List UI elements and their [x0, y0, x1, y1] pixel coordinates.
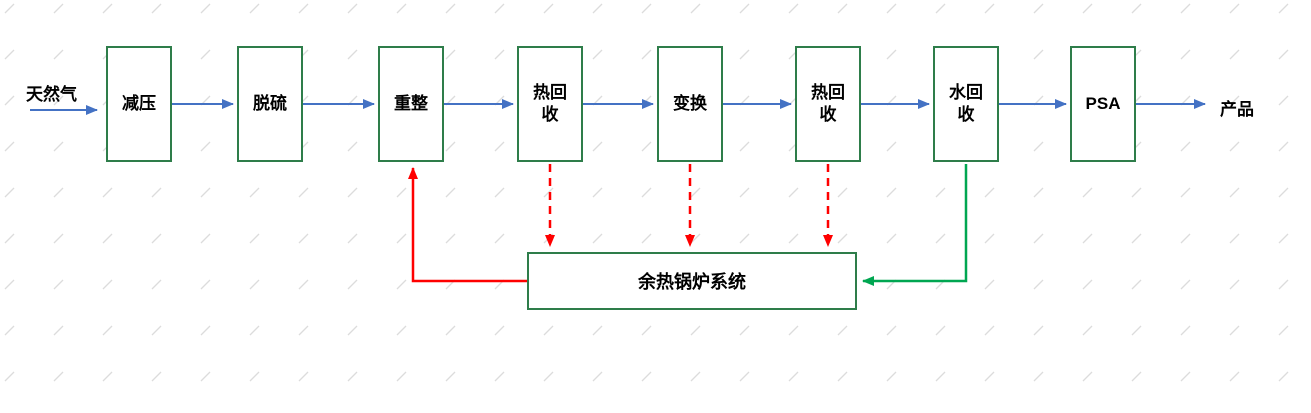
source-label: 天然气: [26, 85, 77, 104]
shift-conversion-label: 变换: [673, 93, 707, 113]
waste-heat-boiler-box: 余热锅炉系统: [527, 252, 857, 310]
shift-conversion-box: 变换: [657, 46, 723, 162]
reforming-box: 重整: [378, 46, 444, 162]
pressure-reduction-label: 减压: [122, 93, 156, 113]
psa-label: PSA: [1085, 93, 1121, 113]
heat-recovery-box-2: 热回收: [795, 46, 861, 162]
water-recovery-to-boiler-arrow: [862, 164, 968, 286]
product-label: 产品: [1220, 100, 1254, 119]
heat-recovery-label-2: 热回收: [811, 82, 845, 124]
heat-recovery-box-1: 热回收: [517, 46, 583, 162]
boiler-to-reformer-return-arrow: [408, 167, 527, 283]
reforming-label: 重整: [394, 93, 428, 113]
pressure-reduction-box: 减压: [106, 46, 172, 162]
psa-box: PSA: [1070, 46, 1136, 162]
water-recovery-label: 水回收: [949, 82, 983, 124]
waste-heat-boiler-label: 余热锅炉系统: [638, 272, 746, 292]
water-recovery-box: 水回收: [933, 46, 999, 162]
heat-recovery-label-1: 热回收: [533, 82, 567, 124]
desulfurization-label: 脱硫: [253, 93, 287, 113]
desulfurization-box: 脱硫: [237, 46, 303, 162]
